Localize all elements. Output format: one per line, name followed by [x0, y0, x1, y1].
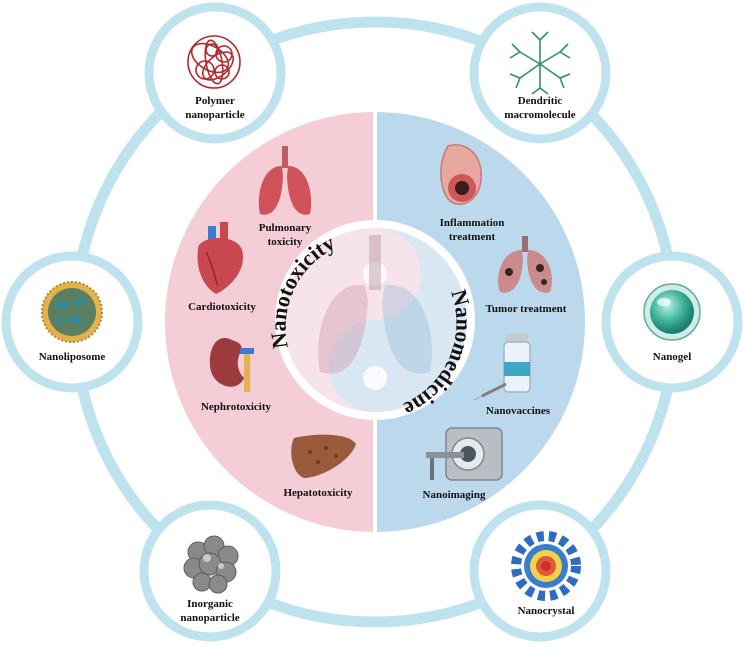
inflammation-label-2: treatment	[449, 231, 496, 243]
vaccine-icon	[473, 334, 531, 401]
node-inorganic-nanoparticle: Inorganic nanoparticle	[139, 500, 281, 642]
node-dendritic-macromolecule: Dendritic macromolecule	[469, 2, 611, 144]
heart-icon	[197, 222, 244, 294]
nanogel-sphere-icon	[643, 283, 701, 341]
center-lung-icon	[318, 235, 432, 374]
liver-icon	[291, 434, 356, 478]
scanner-icon	[426, 427, 503, 481]
node-nanogel: Nanogel	[601, 251, 743, 393]
nanoimaging-label: Nanoimaging	[423, 489, 486, 501]
dendritic-label-1: Dendritic	[518, 95, 563, 107]
item-cardiotoxicity: Cardiotoxicity	[188, 222, 256, 313]
dendritic-label-2: macromolecule	[504, 109, 575, 121]
item-nanoimaging: Nanoimaging	[423, 427, 503, 501]
item-hepatotoxicity: Hepatotoxicity	[283, 434, 356, 499]
yin-dot	[363, 262, 387, 286]
nanocrystal-label: Nanocrystal	[518, 605, 575, 617]
nanovaccines-label: Nanovaccines	[486, 405, 551, 417]
yang-dot	[363, 366, 387, 390]
liposome-icon	[41, 281, 103, 343]
item-tumor-treatment: Tumor treatment	[486, 236, 567, 315]
hepatotoxicity-label: Hepatotoxicity	[283, 487, 353, 499]
tumor-lung-icon	[498, 236, 552, 293]
pulmonary-label-1: Pulmonary	[259, 222, 312, 234]
polymer-label-1: Polymer	[195, 95, 235, 107]
inflammation-label-1: Inflammation	[440, 217, 505, 229]
node-polymer-nanoparticle: Polymer nanoparticle	[144, 2, 286, 144]
node-nanocrystal: Nanocrystal	[469, 500, 611, 642]
tumor-treatment-label: Tumor treatment	[486, 303, 567, 315]
node-nanoliposome: Nanoliposome	[1, 251, 143, 393]
polymer-label-2: nanoparticle	[185, 109, 244, 121]
lung-icon	[258, 146, 312, 215]
item-nephrotoxicity: Nephrotoxicity	[201, 337, 272, 413]
inorganic-label-1: Inorganic	[187, 598, 233, 610]
airway-icon	[440, 144, 482, 206]
item-nanovaccines: Nanovaccines	[473, 334, 551, 417]
polymer-tangle-icon	[187, 35, 241, 89]
nanocrystal-gear-icon	[511, 531, 581, 601]
pulmonary-label-2: toxicity	[268, 236, 303, 248]
cardiotoxicity-label: Cardiotoxicity	[188, 301, 256, 313]
inorganic-label-2: nanoparticle	[180, 612, 239, 624]
dendrimer-icon	[509, 31, 571, 95]
nephrotoxicity-label: Nephrotoxicity	[201, 401, 272, 413]
item-inflammation-treatment: Inflammation treatment	[440, 144, 505, 243]
nanoliposome-label: Nanoliposome	[39, 351, 106, 363]
item-pulmonary-toxicity: Pulmonary toxicity	[259, 146, 312, 248]
yin-yang-blue	[329, 228, 467, 412]
inorganic-cluster-icon	[183, 535, 239, 594]
kidney-icon	[209, 337, 254, 392]
nanogel-label: Nanogel	[653, 351, 692, 363]
